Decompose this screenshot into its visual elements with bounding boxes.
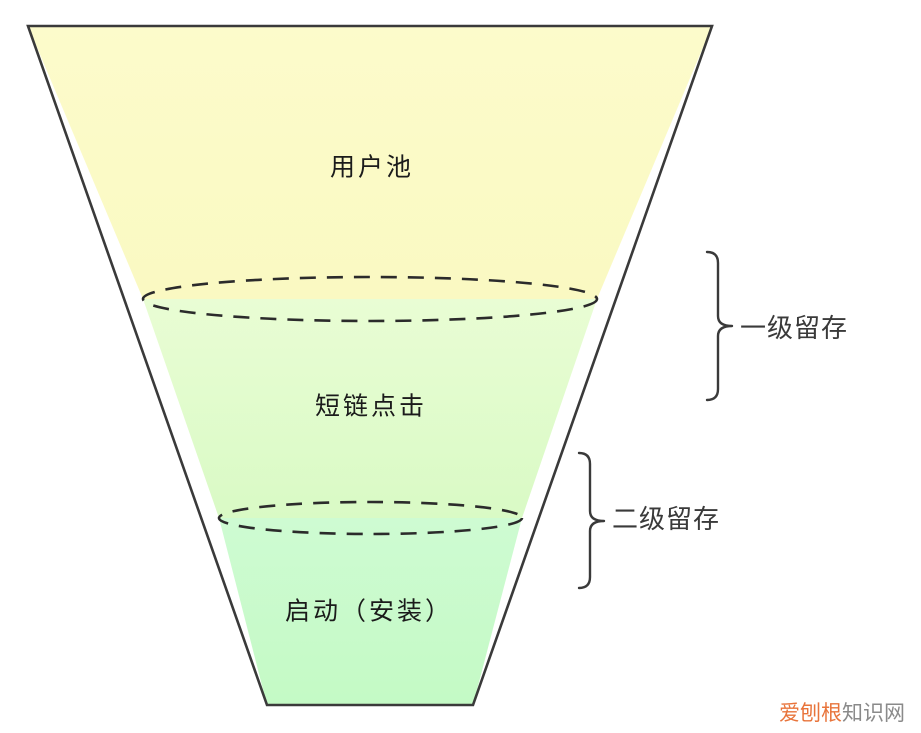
bracket-retention-level-1: 一级留存 <box>705 250 848 402</box>
brace-icon-level-1 <box>705 250 734 402</box>
stage-fill-launch-install <box>219 518 522 705</box>
stage-label-launch-install: 启动（安装） <box>285 598 453 626</box>
bracket-label-retention-level-1: 一级留存 <box>740 313 848 343</box>
stage-label-short-link-click: 短链点击 <box>315 393 427 421</box>
watermark-muted-text: 知识网 <box>842 702 905 725</box>
funnel-outline <box>26 24 714 707</box>
bracket-retention-level-2: 二级留存 <box>577 451 720 590</box>
watermark: 爱刨根知识网 <box>779 697 905 727</box>
watermark-accent-text: 爱刨根 <box>779 702 842 725</box>
funnel-stage-launch-install <box>219 518 522 705</box>
divider-upper-ellipse <box>141 275 599 323</box>
bracket-label-retention-level-2: 二级留存 <box>612 504 720 534</box>
stage-fill-short-link-click <box>143 299 597 518</box>
funnel-stage-user-pool <box>28 26 712 299</box>
divider-lower-ellipse <box>217 500 524 536</box>
funnel-stage-short-link-click <box>143 299 597 518</box>
stage-fill-user-pool <box>28 26 712 299</box>
brace-icon-level-2 <box>577 451 606 590</box>
stage-label-user-pool: 用户池 <box>330 154 414 182</box>
